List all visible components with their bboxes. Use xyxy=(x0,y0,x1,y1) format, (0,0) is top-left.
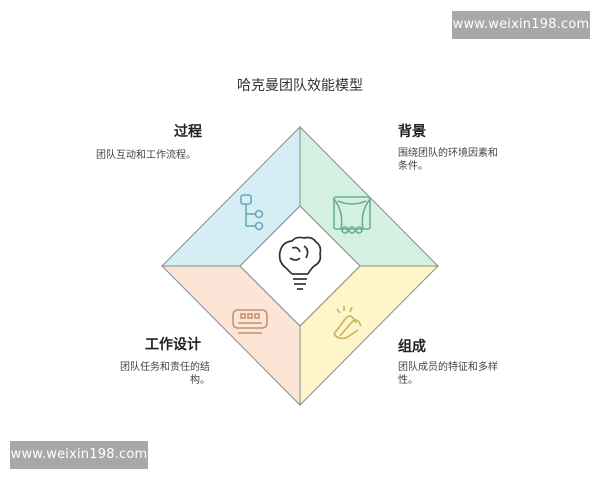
diagram-title: 哈克曼团队效能模型 xyxy=(237,78,363,94)
composition-title: 组成 xyxy=(398,339,426,355)
background-title: 背景 xyxy=(398,124,426,140)
center-diamond xyxy=(239,205,361,327)
clapping-hands-icon xyxy=(333,306,362,340)
process-description: 团队互动和工作流程。 xyxy=(96,150,196,161)
design-description: 团队任务和责任的结 构。 xyxy=(108,361,210,387)
composition-description-line: 团队成员的特征和多样 xyxy=(398,362,498,373)
design-description-line: 团队任务和责任的结 xyxy=(120,362,210,373)
watermark: www.weixin198.com xyxy=(452,11,590,39)
design-description-line: 构。 xyxy=(190,375,210,386)
design-title: 工作设计 xyxy=(145,337,201,353)
flowchart-icon xyxy=(240,194,264,231)
theater-stage-icon xyxy=(333,196,371,234)
background-description: 围绕团队的环境因素和 条件。 xyxy=(398,147,518,173)
background-description-line: 围绕团队的环境因素和 xyxy=(398,148,498,159)
brain-lightbulb-icon xyxy=(278,236,322,290)
watermark: www.weixin198.com xyxy=(10,441,148,469)
composition-description-line: 性。 xyxy=(398,375,418,386)
composition-description: 团队成员的特征和多样 性。 xyxy=(398,361,518,387)
process-title: 过程 xyxy=(174,124,202,140)
background-description-line: 条件。 xyxy=(398,161,428,172)
conveyor-belt-icon xyxy=(232,309,268,334)
